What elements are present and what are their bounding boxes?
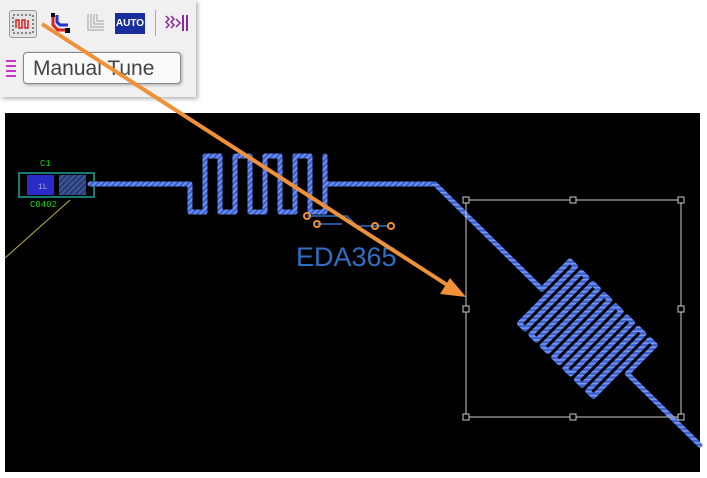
svg-text:EDA365: EDA365 [296, 242, 397, 272]
footprint-label: C0402 [30, 200, 57, 210]
multi-route-button[interactable] [82, 10, 108, 36]
toolbar: AUTO Manual Tune [0, 0, 196, 97]
partial-icon [6, 60, 16, 80]
manual-tune-button[interactable] [9, 10, 37, 38]
tune-arrow-icon [164, 15, 188, 31]
component-c1[interactable]: 1L C1 C0402 [18, 159, 95, 210]
ratsnest-line [4, 199, 71, 259]
pad-label: 1L [38, 183, 48, 192]
trace-meander-2[interactable] [407, 156, 707, 474]
bus-route-icon [87, 14, 104, 31]
annotation-arrow [40, 22, 466, 297]
auto-label: AUTO [114, 12, 146, 34]
tooltip: Manual Tune [23, 52, 181, 84]
auto-route-button[interactable]: AUTO [114, 10, 146, 36]
refdes-label: C1 [40, 159, 51, 169]
toolbar-separator [155, 10, 156, 36]
route-corner-icon [51, 13, 70, 33]
tune-end-button[interactable] [163, 10, 189, 36]
trace-meander-1[interactable] [87, 153, 438, 215]
selection-box[interactable] [462, 196, 685, 421]
eda365-watermark: EDA365 [296, 212, 397, 272]
route-button[interactable] [47, 10, 73, 36]
meander-icon [12, 14, 34, 34]
